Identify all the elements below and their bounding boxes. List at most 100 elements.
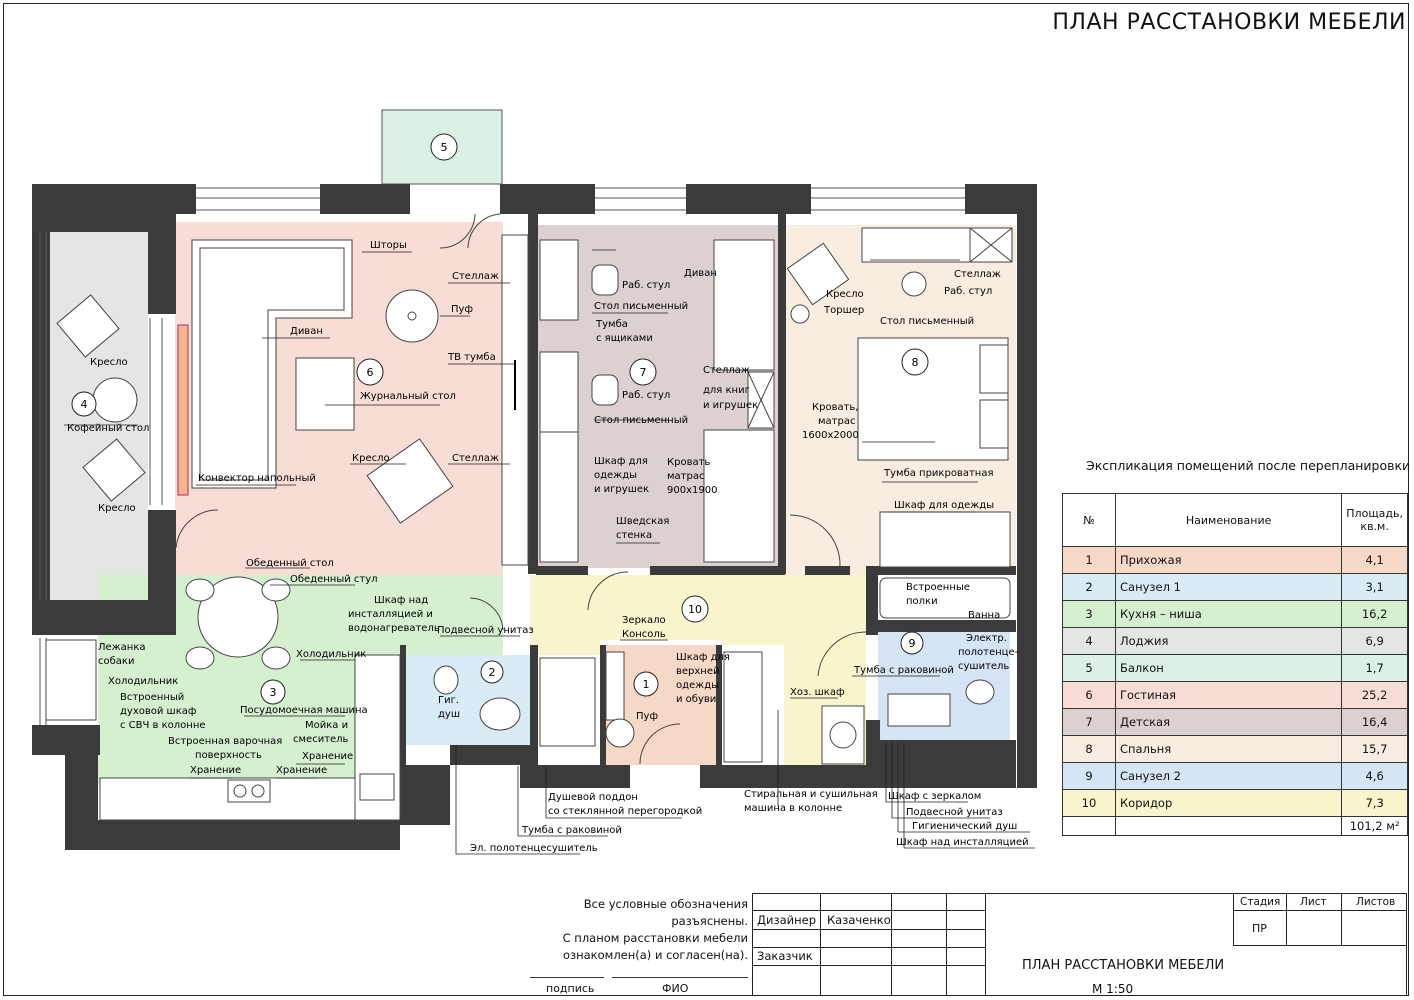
- sofa-kids: [713, 239, 775, 371]
- furniture-labels: Шторы Стеллаж Пуф ТВ тумба Диван Журналь…: [67, 240, 1029, 854]
- room-number-7: 7: [640, 366, 647, 379]
- label-bookshelf-3: и игрушек: [703, 400, 758, 411]
- label-work-chair-1: Раб. стул: [622, 280, 670, 291]
- label-armchair-bedroom: Кресло: [826, 289, 864, 300]
- dining-table: [197, 576, 279, 658]
- desk-kids-1: [539, 239, 579, 321]
- label-oven-1: Встроенный: [120, 692, 184, 703]
- label-floor-lamp: Торшер: [823, 305, 864, 316]
- label-built-in-shelves-1: Встроенные: [906, 582, 970, 593]
- legend-area: 16,2: [1341, 600, 1408, 628]
- shower-tray: [539, 657, 596, 747]
- designer-label: Дизайнер: [757, 913, 816, 927]
- room-fill-corridor: [503, 575, 866, 770]
- label-drawers-1: Тумба: [595, 319, 628, 330]
- legend-name: Кухня – ниша: [1114, 600, 1343, 628]
- label-armchair-living: Кресло: [352, 453, 390, 464]
- label-sink-1: Мойка и: [305, 720, 348, 731]
- label-hall-wardrobe-3: одежды: [676, 680, 719, 691]
- legend-area: 4,1: [1341, 546, 1408, 574]
- stage-label: Стадия: [1240, 896, 1281, 908]
- legend-title: Экспликация помещений после перепланиров…: [1086, 458, 1411, 473]
- room-number-markers: [71, 133, 929, 705]
- wardrobe-bedroom: [879, 511, 1011, 568]
- legend-name: Гостиная: [1114, 681, 1343, 709]
- label-work-chair-3: Раб. стул: [944, 286, 992, 297]
- label-hall-wardrobe-2: верхней: [676, 666, 720, 677]
- bed-kids: [703, 429, 775, 563]
- label-fridge-left: Холодильник: [108, 676, 178, 687]
- bathtub: [879, 577, 1011, 619]
- label-cabinet-install-1: Шкаф над: [374, 595, 428, 606]
- label-bed-double-2: матрас: [818, 416, 855, 427]
- label-sink-2: смеситель: [293, 734, 349, 745]
- sheets-label: Листов: [1356, 896, 1396, 908]
- label-sofa-living: Диван: [290, 326, 323, 337]
- label-wall-bars-1: Шведская: [616, 516, 669, 527]
- legend-name: Балкон: [1114, 654, 1343, 682]
- legend-num: 7: [1062, 708, 1116, 736]
- legend-num: 5: [1062, 654, 1116, 682]
- label-shower-tray-1: Душевой поддон: [548, 792, 638, 803]
- label-cabinet-over-install: Шкаф над инсталляцией: [896, 837, 1029, 848]
- legend-name: Спальня: [1114, 735, 1343, 763]
- approval-note: Все условные обозначения разъяснены. С п…: [520, 896, 748, 964]
- page-title: ПЛАН РАССТАНОВКИ МЕБЕЛИ: [1052, 10, 1406, 35]
- label-dog-bed-2: собаки: [98, 656, 134, 667]
- label-curtains-living: Шторы: [370, 240, 407, 251]
- room-number-8: 8: [912, 356, 919, 369]
- legend-num: 10: [1062, 789, 1116, 817]
- room-number-9: 9: [909, 637, 916, 650]
- label-hall-wardrobe-4: и обуви: [676, 694, 716, 705]
- label-shelf-bedroom: Стеллаж: [954, 269, 1001, 280]
- label-desk-1: Стол письменный: [594, 301, 688, 312]
- legend-header-area: Площадь, кв.м.: [1341, 493, 1408, 547]
- legend-area: 6,9: [1341, 627, 1408, 655]
- room-number-4: 4: [81, 398, 88, 411]
- legend-header-area-2: кв.м.: [1360, 520, 1389, 533]
- sheet-label: Лист: [1300, 896, 1327, 908]
- legend-num: 6: [1062, 681, 1116, 709]
- label-coffee-table-loggia: Кофейный стол: [67, 423, 149, 434]
- plan-scale: М 1:50: [1092, 982, 1134, 996]
- legend-header-area-1: Площадь,: [1346, 507, 1403, 520]
- plan-title: ПЛАН РАССТАНОВКИ МЕБЕЛИ: [1022, 958, 1225, 973]
- legend-num: 4: [1062, 627, 1116, 655]
- legend-header-name: Наименование: [1114, 493, 1343, 547]
- label-bookshelf-1: Стеллаж: [703, 365, 750, 376]
- label-hob-2: поверхность: [195, 750, 262, 761]
- label-work-chair-2: Раб. стул: [622, 390, 670, 401]
- room-fill-loggia: [50, 232, 148, 606]
- label-kids-bed-2: матрас: [667, 471, 704, 482]
- label-wardrobe-kids-3: и игрушек: [594, 484, 649, 495]
- legend-name: Прихожая: [1114, 546, 1343, 574]
- label-desk-2: Стол письменный: [594, 415, 688, 426]
- label-built-in-shelves-2: полки: [906, 596, 938, 607]
- legend-num: 9: [1062, 762, 1116, 790]
- label-convector: Конвектор напольный: [198, 473, 316, 484]
- legend-total: 101,2 м²: [1341, 816, 1408, 836]
- label-tv-unit: ТВ тумба: [447, 352, 496, 363]
- label-mirror: Зеркало: [622, 615, 666, 626]
- legend-area: 1,7: [1341, 654, 1408, 682]
- label-bed-double-1: Кровать,: [812, 402, 858, 413]
- label-armchair-loggia-2: Кресло: [98, 503, 136, 514]
- fio-label: ФИО: [662, 982, 689, 995]
- label-drawers-2: с ящиками: [596, 333, 653, 344]
- loggia-coffee-table: [92, 377, 138, 423]
- legend-name: Санузел 2: [1114, 762, 1343, 790]
- designer-name: Казаченко: [827, 913, 891, 927]
- legend-area: 7,3: [1341, 789, 1408, 817]
- label-wardrobe-kids-1: Шкаф для: [594, 456, 648, 467]
- legend-area: 3,1: [1341, 573, 1408, 601]
- room-number-5: 5: [441, 141, 448, 154]
- label-sofa-kids: Диван: [684, 268, 717, 279]
- label-bookshelf-2: для книг: [703, 385, 750, 396]
- customer-label: Заказчик: [757, 949, 813, 963]
- legend-num: 8: [1062, 735, 1116, 763]
